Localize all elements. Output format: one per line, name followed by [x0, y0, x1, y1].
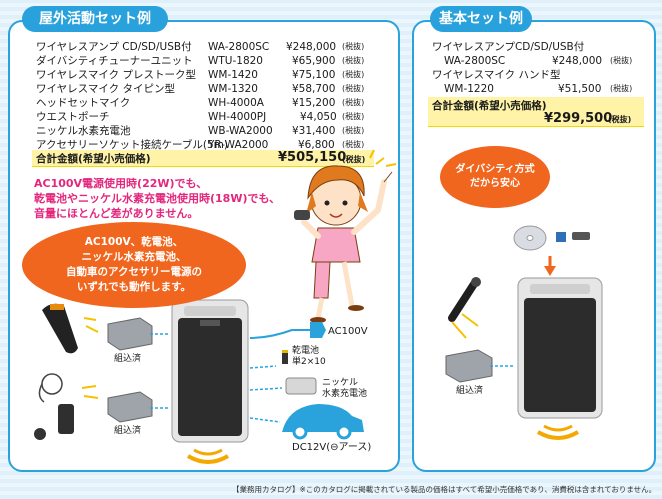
battery-count-label: 単2×10: [292, 357, 326, 367]
car-icon: [249, 404, 364, 440]
sd-card-icon: [556, 232, 566, 242]
cd-icon: [513, 225, 547, 251]
headset-mic-icon: [34, 373, 74, 440]
basic-price-list: ワイヤレスアンプCD/SD/USB付 WA-2800SC¥248,000(税抜)…: [432, 41, 633, 95]
builtin-label: 組込済: [456, 386, 484, 396]
dc-label: DC12V(⊖アース): [292, 442, 372, 453]
ac-label: AC100V: [328, 326, 368, 337]
outdoor-total-row: 合計金額(希望小売価格) ¥505,150 (税抜): [32, 150, 374, 167]
battery-label: 乾電池: [292, 346, 320, 356]
power-sources-bubble: AC100V、乾電池、 ニッケル水素充電池、 自動車のアクセサリー電源の いずれ…: [22, 222, 246, 308]
girl-illustration: [294, 149, 397, 323]
builtin-label: 組込済: [114, 426, 142, 436]
basic-total-row: 合計金額(希望小売価格) ¥299,500 (税抜): [428, 97, 644, 127]
tuner-unit-icon: [107, 317, 153, 351]
nimh-battery-icon: [249, 377, 317, 395]
speaker-illustration-right: [517, 277, 603, 419]
nimh-label-2: 水素充電池: [322, 389, 368, 399]
press-talk-mic-icon: [42, 303, 78, 354]
price-row: アクセサリーソケット接続ケーブル(5m)YR-WA2000¥6,800(税抜): [36, 139, 365, 151]
nimh-label: ニッケル: [322, 378, 359, 388]
tuner-unit-icon: [107, 391, 153, 423]
dry-battery-icon: [249, 350, 288, 369]
speaker-illustration-left: [171, 299, 249, 443]
usb-icon: [572, 232, 590, 240]
builtin-label: 組込済: [114, 354, 142, 364]
handheld-mic-icon: [448, 277, 481, 322]
diversity-bubble: ダイバシティ方式 だから安心: [440, 146, 550, 208]
tuner-unit-icon: [445, 349, 493, 383]
power-usage-note: AC100V電源使用時(22W)でも、 乾電池やニッケル水素充電池使用時(18W…: [34, 177, 281, 220]
basic-set-title: 基本セット例: [430, 6, 532, 32]
outdoor-set-title: 屋外活動セット例: [22, 6, 168, 32]
footer-note: 【業務用カタログ】※このカタログに掲載されている製品の価格はすべて希望小売価格で…: [232, 485, 657, 494]
ac-plug-icon: [249, 322, 326, 339]
